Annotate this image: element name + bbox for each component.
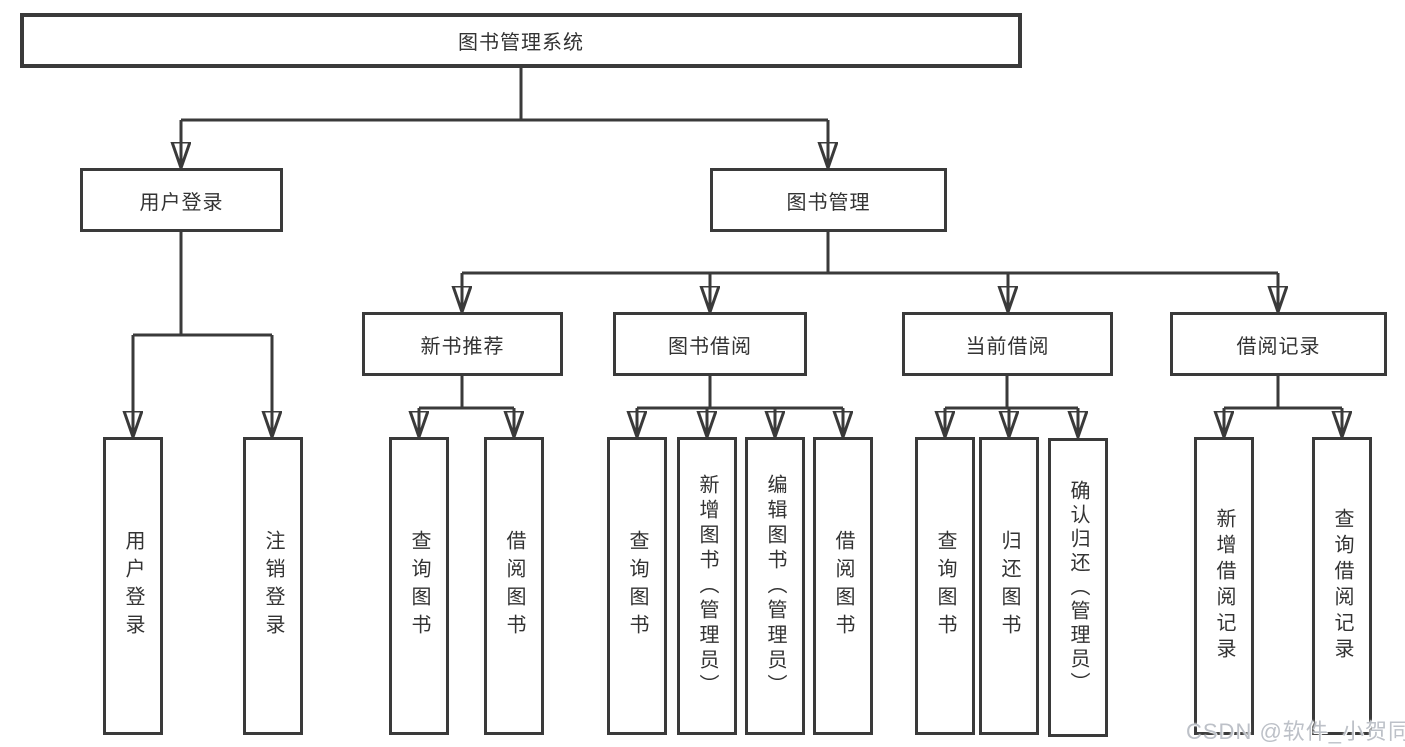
leaf-return-books: 归还图书 — [979, 437, 1039, 735]
leaf-borrow-books-recommend: 借阅图书 — [484, 437, 544, 735]
leaf-user-login: 用户登录 — [103, 437, 163, 735]
csdn-watermark: CSDN @软件_小贺同学 — [1186, 719, 1405, 744]
leaf-confirm-return-admin: 确认归还（管理员） — [1048, 438, 1108, 737]
leaf-borrow-books: 借阅图书 — [813, 437, 873, 735]
leaf-add-borrow-record: 新增借阅记录 — [1194, 437, 1254, 735]
leaf-edit-books-admin: 编辑图书（管理员） — [745, 437, 805, 735]
leaf-query-borrow-record: 查询借阅记录 — [1312, 437, 1372, 735]
node-book-management: 图书管理 — [710, 168, 947, 232]
leaf-add-books-admin: 新增图书（管理员） — [677, 437, 737, 735]
leaf-query-books-current: 查询图书 — [915, 437, 975, 735]
node-current-borrowing: 当前借阅 — [902, 312, 1113, 376]
node-new-book-recommend: 新书推荐 — [362, 312, 563, 376]
leaf-query-books-borrowing: 查询图书 — [607, 437, 667, 735]
node-borrowing-records: 借阅记录 — [1170, 312, 1387, 376]
node-user-login: 用户登录 — [80, 168, 283, 232]
node-root-library-system: 图书管理系统 — [20, 13, 1022, 68]
leaf-query-books-recommend: 查询图书 — [389, 437, 449, 735]
node-book-borrowing: 图书借阅 — [613, 312, 807, 376]
leaf-logout: 注销登录 — [243, 437, 303, 735]
